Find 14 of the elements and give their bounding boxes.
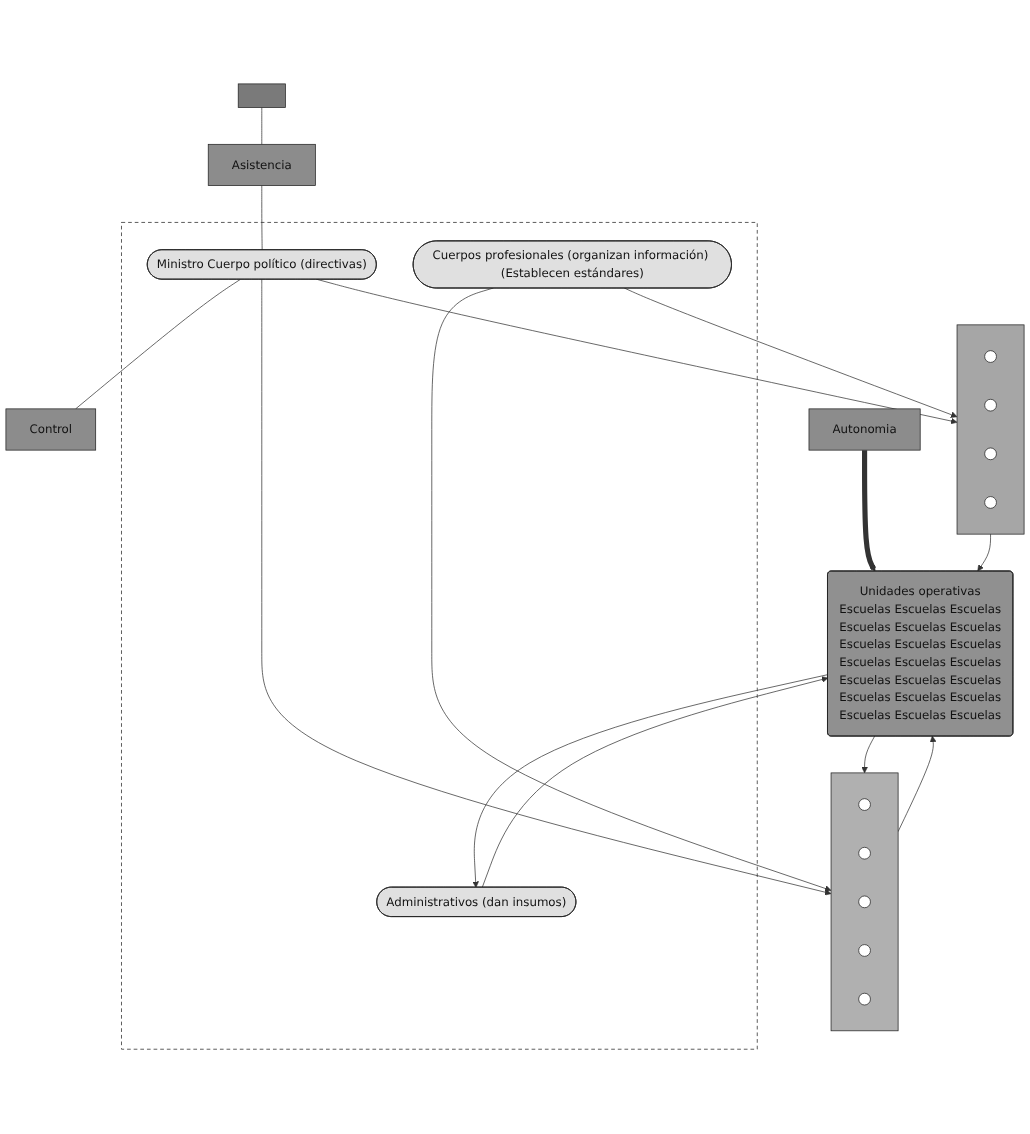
node-circle bbox=[984, 399, 997, 412]
cluster bbox=[830, 772, 899, 1032]
node-circle bbox=[858, 798, 871, 812]
cluster bbox=[956, 324, 1025, 535]
node-circle bbox=[858, 993, 871, 1006]
node-circle bbox=[858, 896, 871, 909]
node-circle bbox=[858, 944, 871, 958]
node-circle bbox=[984, 448, 997, 461]
node-circle bbox=[858, 847, 871, 860]
node-circle bbox=[984, 496, 997, 510]
node-circle bbox=[984, 350, 997, 364]
node-bar bbox=[237, 83, 286, 109]
arrow bbox=[862, 450, 876, 573]
cluster bbox=[121, 222, 758, 1051]
